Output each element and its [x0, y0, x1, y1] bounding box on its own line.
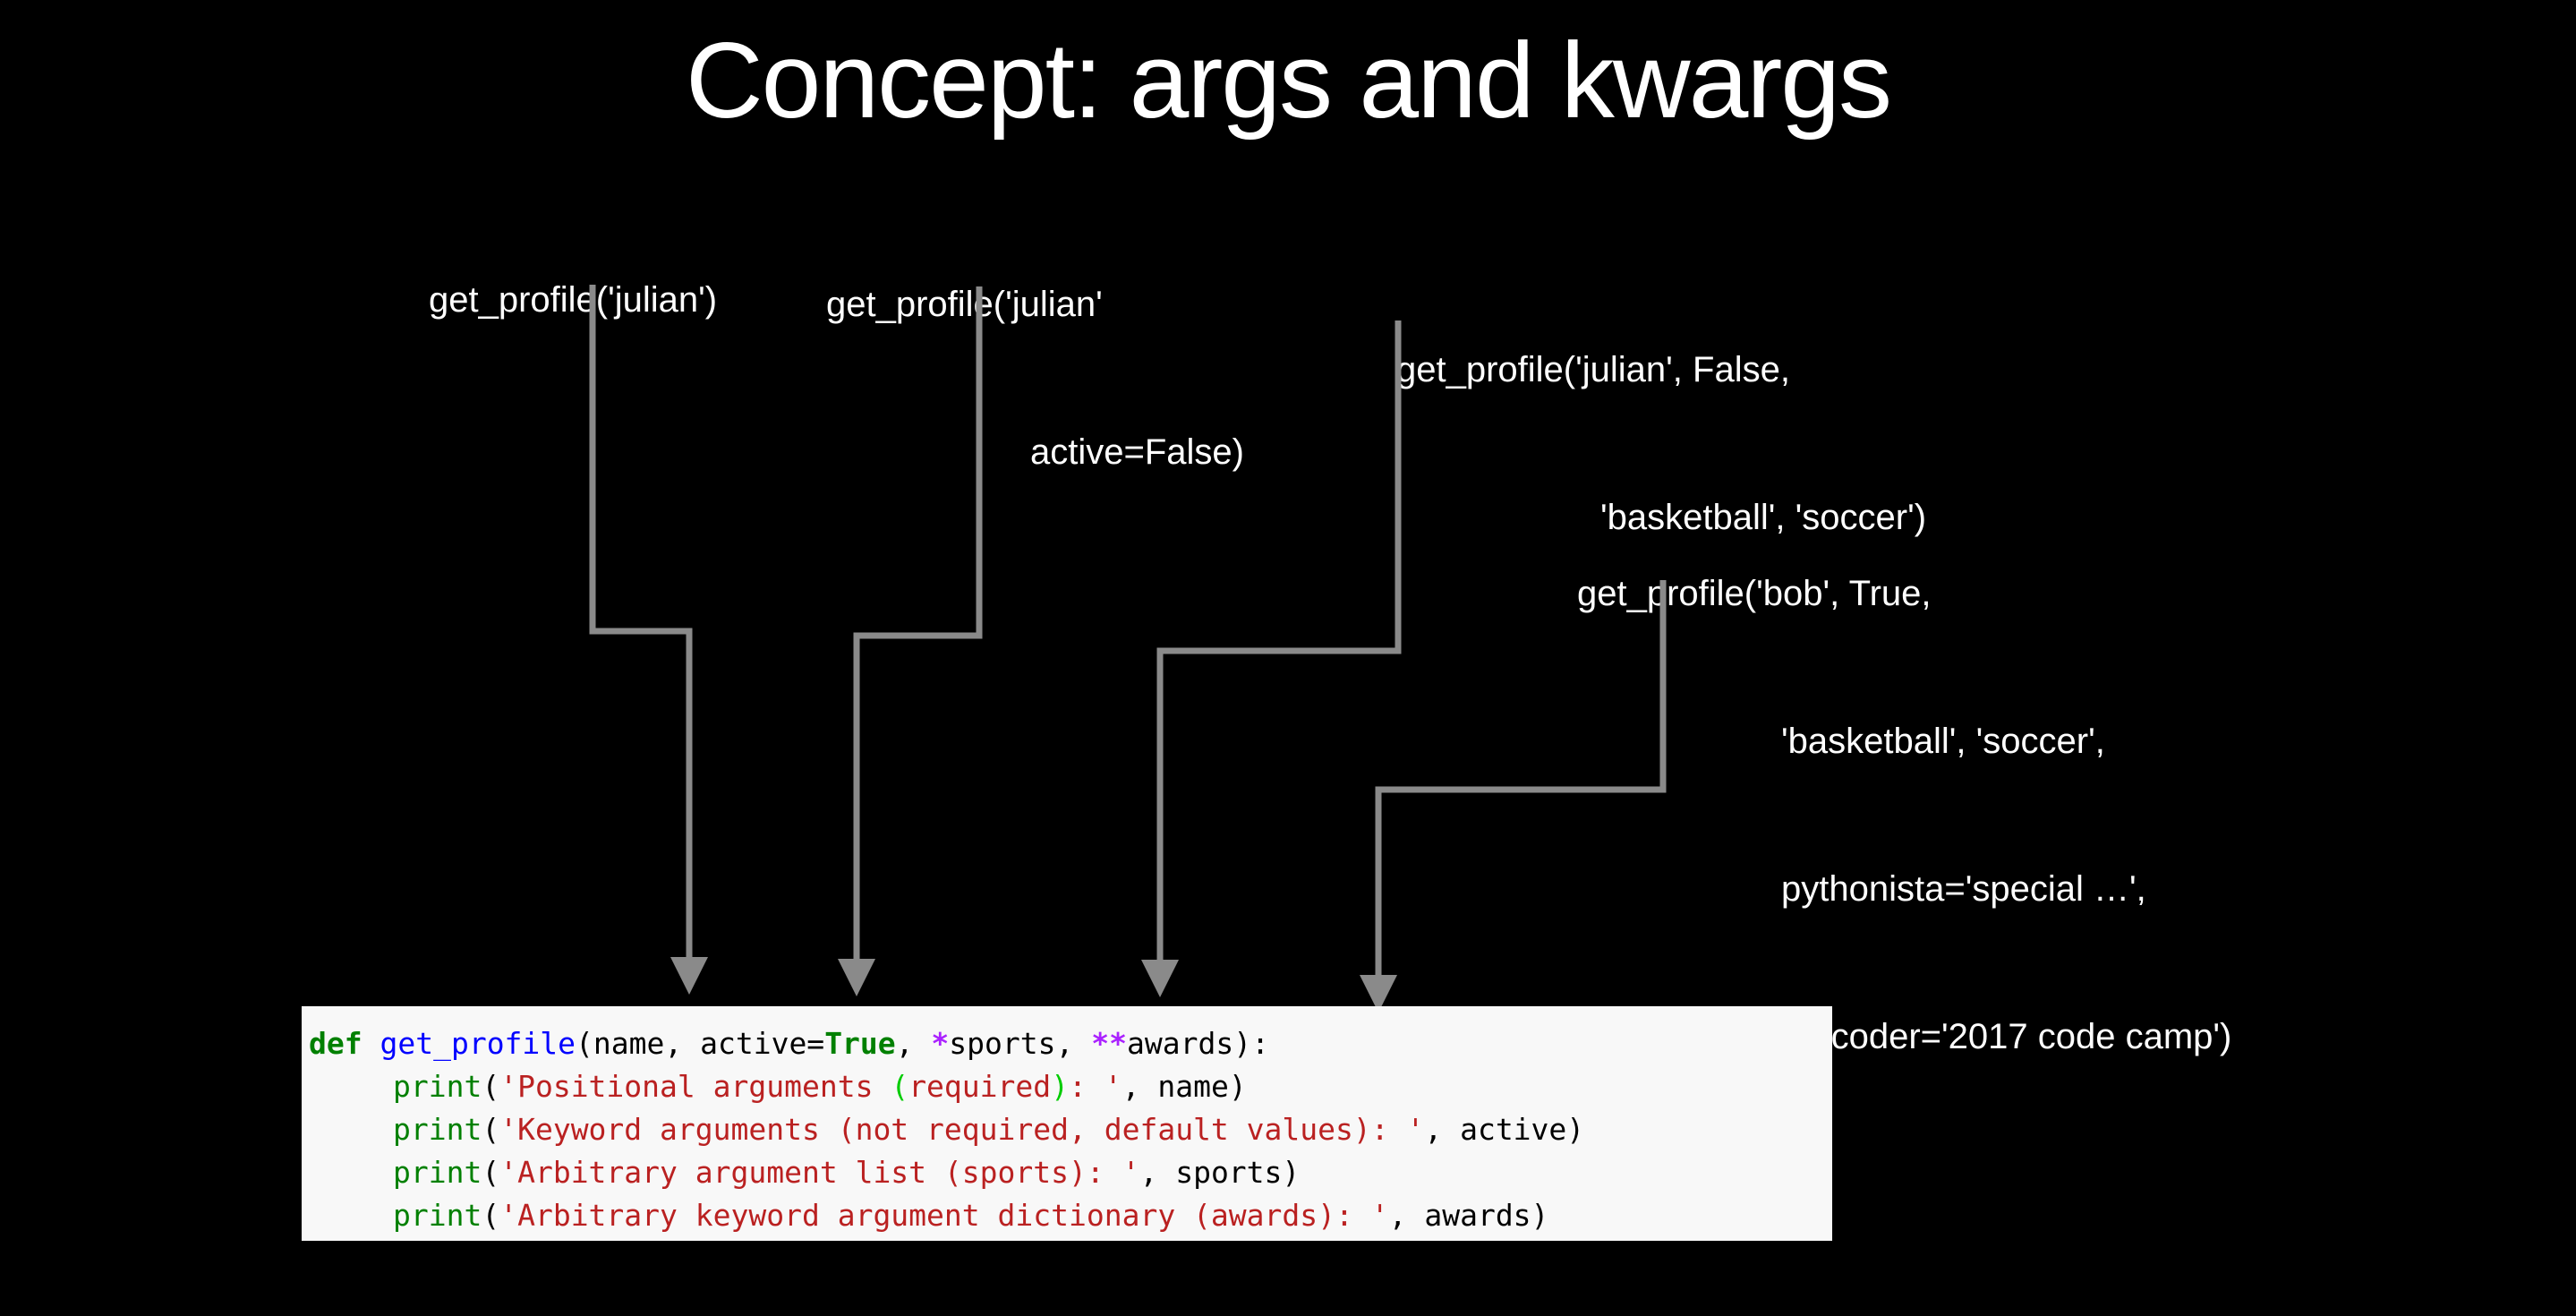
slide-title: Concept: args and kwargs [685, 21, 1892, 141]
call-example-4: get_profile('bob', True, 'basketball', '… [1577, 471, 2231, 1111]
call-example-3: get_profile('julian', False, 'basketball… [1396, 247, 1926, 592]
print-builtin: print [393, 1069, 482, 1104]
arrow-call-3-to-sports [1141, 320, 1402, 997]
true-keyword: True [824, 1026, 896, 1061]
string-literal: : ' [1069, 1069, 1122, 1104]
code-paren: ( [482, 1069, 500, 1104]
params-text: awards): [1127, 1026, 1269, 1061]
highlighted-paren: ( [891, 1069, 909, 1104]
code-line-print: print('Arbitrary argument list (sports):… [309, 1151, 1825, 1194]
code-line-print: print('Positional arguments (required): … [309, 1065, 1825, 1108]
print-builtin: print [393, 1112, 482, 1147]
code-args: , name) [1122, 1069, 1247, 1104]
code-paren: ( [482, 1198, 500, 1233]
call-line: active=False) [1030, 432, 1244, 472]
params-text: , [895, 1026, 932, 1061]
code-paren: ( [482, 1112, 500, 1147]
string-literal: required [908, 1069, 1052, 1104]
star-operator: * [931, 1026, 950, 1061]
call-line: 'basketball', 'soccer', [1781, 722, 2105, 761]
code-args: , sports) [1139, 1155, 1301, 1190]
call-line: pythonista='special …', [1781, 869, 2146, 909]
params-text: sports, [949, 1026, 1092, 1061]
def-keyword: def [309, 1026, 363, 1061]
call-example-1: get_profile('julian') [429, 177, 717, 374]
call-line: get_profile('bob', True, [1577, 574, 1932, 613]
call-line: 'basketball', 'soccer') [1600, 498, 1927, 537]
code-line-print: print('Keyword arguments (not required, … [309, 1108, 1825, 1151]
code-args: , awards) [1388, 1198, 1549, 1233]
code-args: , active) [1424, 1112, 1585, 1147]
string-literal: 'Positional arguments [499, 1069, 891, 1104]
double-star-operator: ** [1091, 1026, 1127, 1061]
arrow-call-1-to-name [589, 285, 708, 995]
call-example-2: get_profile('julian' active=False) [826, 182, 1244, 526]
code-line-def: def get_profile(name, active=True, *spor… [309, 1022, 1825, 1065]
call-line: get_profile('julian') [429, 280, 718, 320]
arrow-call-4-to-awards [1360, 580, 1667, 1013]
string-literal: 'Arbitrary argument list (sports): ' [499, 1155, 1140, 1190]
code-block: def get_profile(name, active=True, *spor… [302, 1006, 1832, 1241]
code-paren: ( [482, 1155, 500, 1190]
function-name: get_profile [380, 1026, 576, 1061]
print-builtin: print [393, 1155, 482, 1190]
string-literal: 'Keyword arguments (not required, defaul… [499, 1112, 1425, 1147]
highlighted-paren: ) [1051, 1069, 1070, 1104]
call-line: get_profile('julian', False, [1396, 350, 1790, 389]
arrow-call-2-to-active [838, 286, 983, 996]
code-line-print: print('Arbitrary keyword argument dictio… [309, 1194, 1825, 1237]
call-line: get_profile('julian' [826, 285, 1103, 324]
params-text: (name, active= [576, 1026, 825, 1061]
string-literal: 'Arbitrary keyword argument dictionary (… [499, 1198, 1389, 1233]
print-builtin: print [393, 1198, 482, 1233]
